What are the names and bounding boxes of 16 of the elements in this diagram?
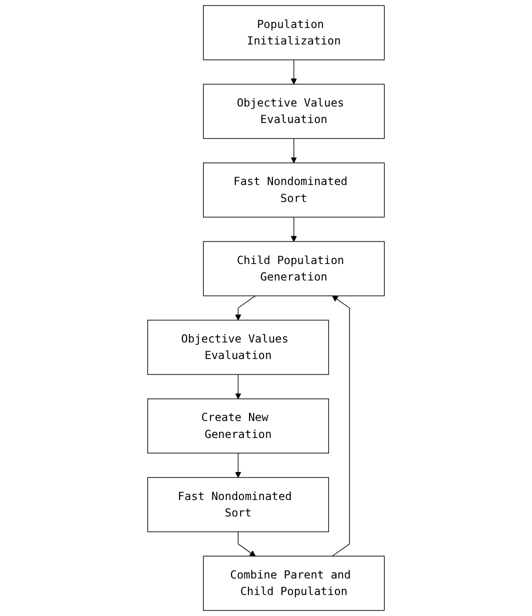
arrow: [238, 531, 256, 556]
arrow: [235, 452, 242, 478]
arrow: [290, 60, 297, 84]
arrow: [235, 374, 242, 400]
arrow: [235, 295, 256, 320]
node-box: Population Initialization: [203, 5, 385, 60]
node-box: Fast Nondominated Sort: [147, 477, 329, 532]
node-box: Combine Parent and Child Population: [203, 556, 385, 611]
node-box: Fast Nondominated Sort: [203, 162, 385, 218]
arrow: [290, 138, 297, 164]
node-box: Objective Values Evaluation: [147, 320, 329, 375]
node-box: Create New Generation: [147, 398, 329, 454]
arrow: [290, 216, 297, 242]
arrow: [332, 296, 350, 556]
node-box: Child Population Generation: [203, 241, 385, 296]
node-box: Objective Values Evaluation: [203, 84, 385, 139]
